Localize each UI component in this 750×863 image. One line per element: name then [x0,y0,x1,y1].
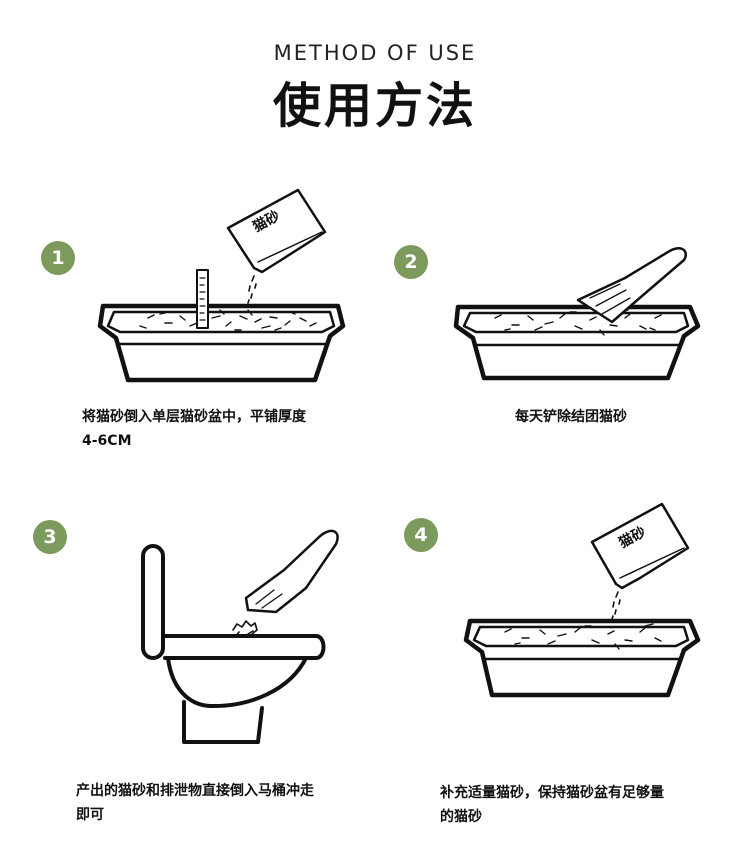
step-3-caption: 产出的猫砂和排泄物直接倒入马桶冲走 即可 [76,783,314,823]
section-title-cn: 使用方法 [272,78,477,134]
step-1-badge: 1 [41,241,75,275]
section-title-en: METHOD OF USE [273,41,477,65]
step-1-illustration [97,188,346,383]
step-2-illustration [453,247,701,381]
step-4-badge: 4 [404,518,438,552]
step-2-caption: 每天铲除结团猫砂 [515,409,627,425]
step-4-illustration [463,502,701,698]
step-3-illustration [141,529,339,744]
step-1-caption: 将猫砂倒入单层猫砂盆中，平铺厚度 4-6CM [82,409,306,449]
step-4-caption: 补充适量猫砂，保持猫砂盆有足够量 的猫砂 [440,785,664,825]
step-3-badge: 3 [33,520,67,554]
step-2-badge: 2 [394,245,428,279]
